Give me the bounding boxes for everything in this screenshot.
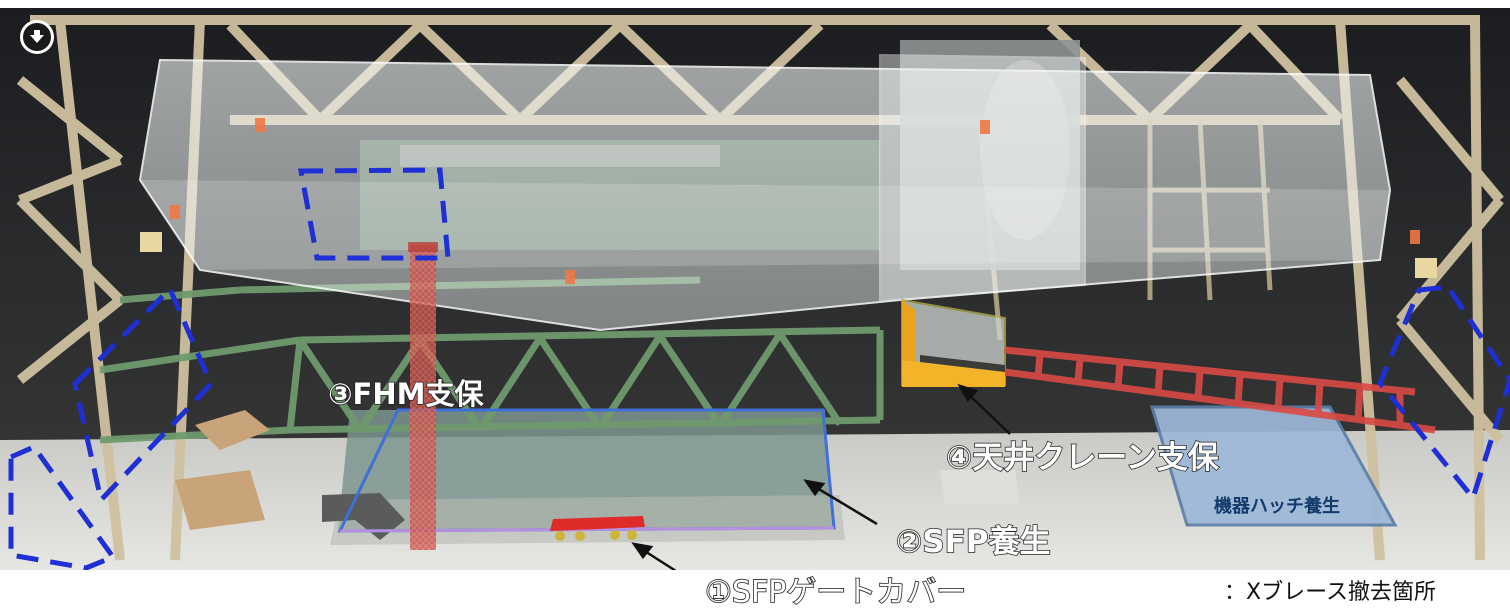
down-arrow-icon	[30, 30, 44, 43]
label-sfp-cover: ②SFP養生	[895, 524, 1051, 560]
label-crane-support: ④天井クレーン支保	[945, 440, 1219, 476]
label-equipment-hatch: 機器ハッチ養生	[1214, 496, 1340, 517]
download-circle-icon[interactable]	[20, 20, 54, 54]
label-fhm-support: ③FHM支保	[327, 377, 484, 411]
legend-xbrace-removal: ：Xブレース撤去箇所	[1224, 580, 1436, 605]
label-sfp-gate-cover: ①SFPゲートカバー	[704, 575, 967, 610]
